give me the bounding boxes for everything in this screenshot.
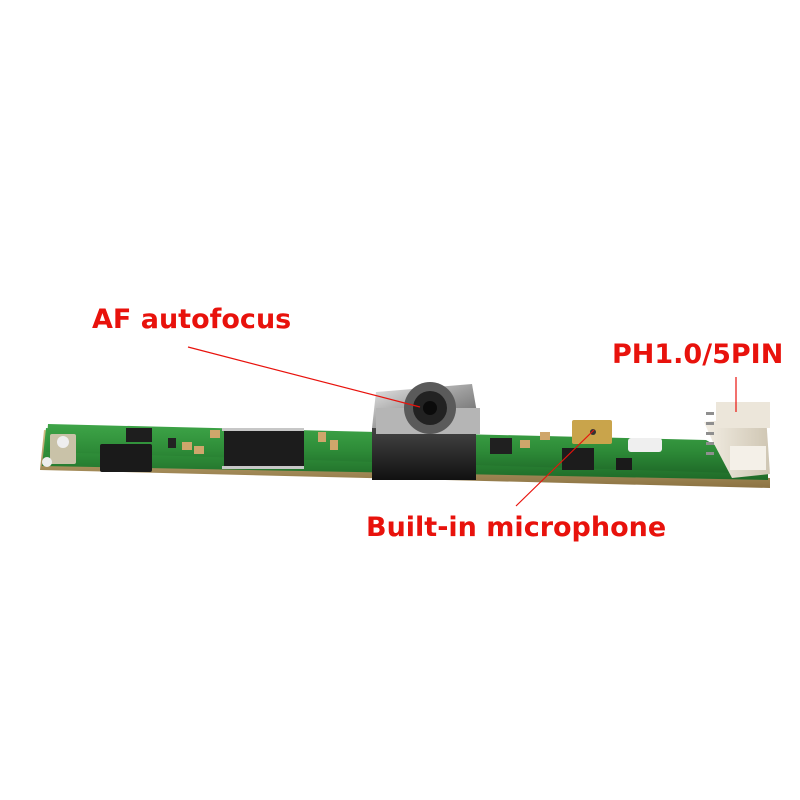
callout-autofocus: AF autofocus bbox=[92, 304, 292, 335]
callout-connector: PH1.0/5PIN bbox=[612, 339, 784, 370]
camera-lens-module bbox=[372, 382, 480, 480]
pcb-components-left bbox=[100, 428, 338, 472]
callout-microphone: Built-in microphone bbox=[366, 512, 667, 543]
leader-line-autofocus bbox=[187, 346, 421, 408]
leader-line-microphone bbox=[515, 429, 595, 507]
ph-connector bbox=[704, 402, 770, 478]
